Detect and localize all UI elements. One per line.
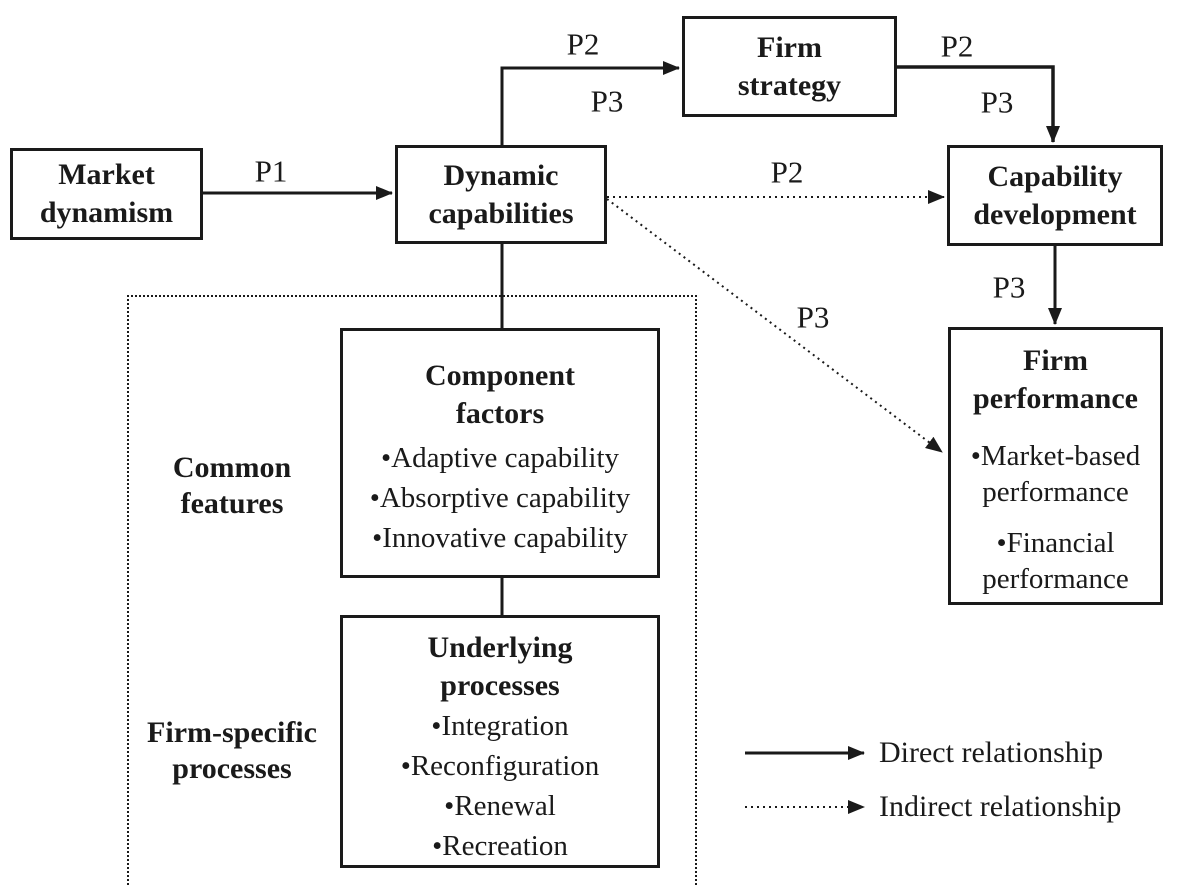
bullet-item: •Innovative capability bbox=[372, 522, 628, 554]
edge-label-p3-dc-performance: P3 bbox=[796, 299, 830, 335]
dotted-group-rect bbox=[127, 295, 697, 885]
node-component-factors: Component factors •Adaptive capability •… bbox=[340, 328, 660, 578]
bullet-item: •Integration bbox=[431, 710, 569, 742]
node-firm-strategy: Firm strategy bbox=[682, 16, 897, 117]
bullet-item: •Recreation bbox=[432, 830, 568, 862]
edge-label-p2-strategy-capdev: P2 bbox=[940, 28, 974, 64]
label-firm-specific-processes: Firm-specific processes bbox=[147, 716, 317, 785]
legend-direct-label: Direct relationship bbox=[879, 736, 1104, 769]
edge-label-p2-dc-strategy: P2 bbox=[566, 26, 600, 62]
arrow-dc-to-strategy bbox=[500, 61, 680, 145]
edge-label-p2-dc-capdev: P2 bbox=[770, 154, 804, 190]
edge-label-p1: P1 bbox=[254, 153, 288, 189]
node-title: Firm performance bbox=[973, 344, 1138, 415]
node-label: Firm strategy bbox=[737, 30, 842, 102]
edge-label-p3-strategy-capdev: P3 bbox=[980, 84, 1014, 120]
edge-label-p3-dc-strategy: P3 bbox=[590, 83, 624, 119]
node-label: Market dynamism bbox=[39, 158, 174, 229]
bullet-item: •Market-based performance bbox=[970, 440, 1141, 508]
dotted-arrow-dc-to-performance bbox=[606, 198, 943, 453]
node-market-dynamism: Market dynamism bbox=[10, 148, 203, 240]
node-underlying-processes: Underlying processes •Integration •Recon… bbox=[340, 615, 660, 868]
node-label: Dynamic capabilities bbox=[428, 158, 574, 230]
bullet-item: •Financial performance bbox=[982, 527, 1129, 595]
legend-indirect-label: Indirect relationship bbox=[879, 790, 1122, 823]
bullet-item: •Adaptive capability bbox=[380, 442, 620, 474]
bullet-item: •Renewal bbox=[444, 790, 556, 822]
node-dynamic-capabilities: Dynamic capabilities bbox=[395, 145, 607, 244]
bullet-item: •Absorptive capability bbox=[369, 482, 631, 514]
node-capability-development: Capability development bbox=[947, 145, 1163, 246]
node-label: Capability development bbox=[973, 159, 1137, 231]
label-common-features: Common features bbox=[172, 451, 292, 520]
arrow-strategy-to-capdev bbox=[897, 65, 1060, 143]
edge-label-p3-capdev-performance: P3 bbox=[992, 269, 1026, 305]
node-firm-performance: Firm performance •Market-based performan… bbox=[948, 327, 1163, 605]
node-title: Component factors bbox=[424, 359, 575, 430]
node-title: Underlying processes bbox=[427, 631, 573, 702]
bullet-item: •Reconfiguration bbox=[400, 750, 600, 782]
